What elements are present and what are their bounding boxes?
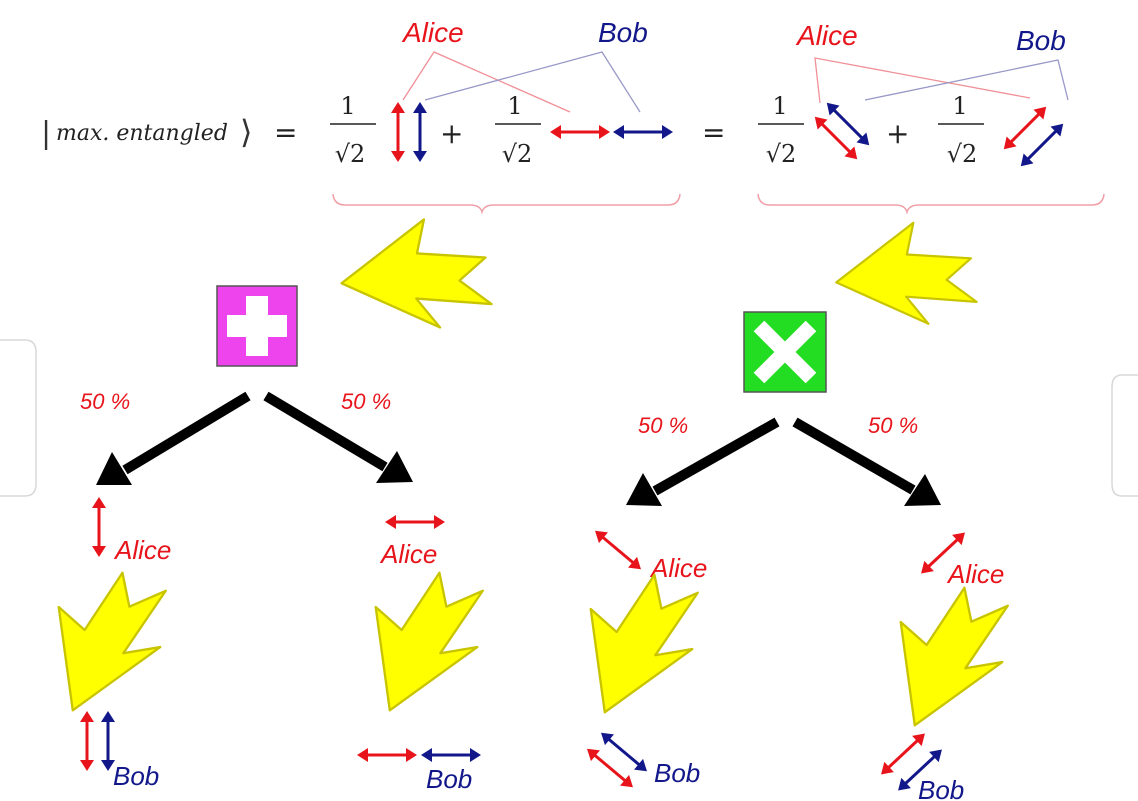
bob-label-top-1: Bob [598,17,648,48]
probability-labels: 50 % 50 % 50 % 50 % [80,389,918,438]
plus-basis-box [216,285,298,367]
fraction-4-denominator: √2 [947,140,978,168]
alice-horizontal-arrow [548,123,612,141]
branch-arrow-cross-left [652,417,780,496]
equals-sign-2: = [702,116,725,149]
bob-label-outcome-3: Bob [654,758,700,788]
fraction-1-denominator: √2 [335,140,366,168]
alice-label-outcome-4: Alice [946,559,1004,589]
branch-arrow-plus-right [263,391,388,472]
equation: | max. entangled ⟩ = 1 √2 + 1 √2 = 1 √2 … [41,92,1070,173]
ket-left-bar: | [41,116,51,151]
probability-cross-right: 50 % [868,413,918,438]
ket-right-angle: ⟩ [240,113,252,151]
fraction-3-denominator: √2 [766,140,797,168]
alice-outcomes: Alice Alice Alice Alice [90,495,1004,589]
yellow-arrow-to-plus-basis [329,205,502,351]
branch-arrow-plus-left [122,391,251,475]
plus-sign-1: + [440,117,463,150]
fraction-2-numerator: 1 [507,92,522,120]
plus-sign-2: + [886,117,909,150]
yellow-arrow-down-2 [349,557,495,730]
alice-vertical-arrow [389,100,407,164]
alice-outcome-diagonal-down [589,523,647,577]
probability-plus-left: 50 % [80,389,130,414]
branch-arrows [96,391,941,506]
bob-outcome-2-red [355,746,419,764]
equals-sign-1: = [274,116,297,149]
brace-left-term [332,193,681,215]
alice-diagonal-down-arrow [808,110,864,166]
alice-connector-1 [402,51,571,113]
bob-horizontal-arrow [611,123,675,141]
branch-arrow-cross-right [792,417,916,495]
bob-connector-2 [864,59,1069,101]
yellow-arrow-to-cross-basis [825,209,986,346]
term-labels: Alice Bob Alice Bob [401,17,1069,113]
ket-label: max. entangled [56,121,228,146]
bob-outcome-4-red [874,726,932,782]
bob-outcome-3-blue [595,725,653,779]
alice-label-outcome-3: Alice [649,553,707,583]
fraction-4-numerator: 1 [952,92,967,120]
fraction-1-numerator: 1 [340,92,355,120]
bob-label-outcome-2: Bob [426,764,472,794]
cross-basis-box [743,311,827,393]
alice-label-top-1: Alice [401,17,464,48]
cross-sign-icon [753,320,817,384]
left-page-tab [0,339,37,497]
alice-outcome-horizontal [383,513,447,531]
alice-label-outcome-2: Alice [379,539,437,569]
bob-diagonal-up-arrow [1014,117,1070,173]
yellow-arrow-down-3 [564,559,710,732]
bob-outcome-1-red [78,709,96,773]
bob-diagonal-down-arrow [820,96,876,152]
alice-label-top-2: Alice [795,20,858,51]
bob-label-outcome-1: Bob [113,761,159,791]
bob-outcome-3-red [581,741,639,795]
bob-vertical-arrow [411,100,429,164]
alice-label-outcome-1: Alice [113,535,171,565]
fraction-2-denominator: √2 [502,140,533,168]
probability-plus-right: 50 % [341,389,391,414]
bob-outcomes: Bob Bob Bob Bob [78,709,964,801]
bob-outcome-2-blue [419,746,483,764]
yellow-arrow-down-1 [32,557,178,730]
fraction-3-numerator: 1 [772,92,787,120]
plus-sign-icon [227,296,287,356]
right-page-tab [1111,374,1138,497]
yellow-arrow-down-4 [874,572,1020,745]
probability-cross-left: 50 % [638,413,688,438]
alice-connector-2 [814,57,1031,104]
alice-diagonal-up-arrow [997,100,1053,156]
bob-connector-1 [424,51,641,113]
bob-label-outcome-4: Bob [918,775,964,801]
brace-right-term [757,193,1105,215]
alice-outcome-vertical [90,495,108,559]
bob-label-top-2: Bob [1016,25,1066,56]
